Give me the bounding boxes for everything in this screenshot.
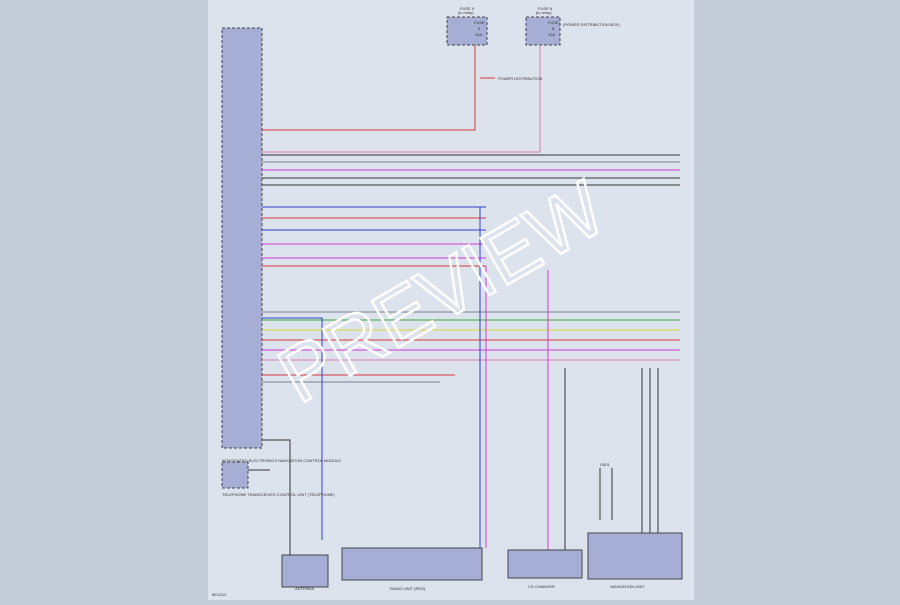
fuse-right-line-3: 10A bbox=[548, 32, 555, 37]
fuse-left-line-1: FUSE bbox=[474, 20, 485, 25]
navigation-control-module bbox=[221, 27, 263, 449]
fuse-left-line-2: 9 bbox=[478, 26, 481, 31]
cd-changer-label: CD CHANGER bbox=[528, 584, 555, 589]
fuse-right-line-2: 8 bbox=[552, 26, 555, 31]
telephone-unit-label: TELEPHONE TRANSCEIVER CONTROL UNIT (TELE… bbox=[222, 492, 335, 497]
fuse-right-subtitle: (in relay) bbox=[536, 10, 552, 15]
fuse-right-note: (POWER DISTRIBUTION BOX) bbox=[563, 22, 620, 27]
telephone-unit bbox=[221, 461, 249, 489]
antenna-unit-label: ANTENNA bbox=[295, 586, 314, 591]
telephone-wire bbox=[262, 439, 291, 555]
fuse-left-note: POWER DISTRIBUTION bbox=[498, 76, 543, 81]
page-id: 8E1234 bbox=[212, 592, 227, 597]
power-wire-red bbox=[262, 45, 476, 131]
diagram-frame bbox=[208, 0, 694, 600]
power-wire-pink bbox=[262, 45, 541, 153]
fuse-right-line-1: FUSE bbox=[548, 20, 559, 25]
navigation-unit-label: NAVIGATION UNIT bbox=[610, 584, 645, 589]
fuse-right-box bbox=[525, 16, 561, 46]
ground-label: G501 bbox=[600, 462, 611, 467]
navigation-control-module-label: INTEGRATED ELECTRONICS NAVIGATION CONTRO… bbox=[222, 458, 341, 463]
navigation-unit bbox=[587, 532, 683, 580]
fuse-left-line-3: 10A bbox=[475, 32, 482, 37]
power-wires: POWER DISTRIBUTION bbox=[262, 45, 543, 153]
ground-wire bbox=[599, 468, 613, 520]
radio-unit-label: RADIO UNIT (RDS) bbox=[390, 586, 426, 591]
cd-changer-unit bbox=[507, 549, 583, 579]
fuse-left-title: FUSE 9 bbox=[460, 6, 475, 11]
bus-wires bbox=[248, 154, 680, 555]
fuse-right-title: FUSE 8 bbox=[538, 6, 553, 11]
fuse-left-box bbox=[446, 16, 488, 46]
fuse-left-subtitle: (in relay) bbox=[458, 10, 474, 15]
radio-feed-blue bbox=[262, 317, 323, 540]
radio-unit bbox=[341, 547, 483, 581]
antenna-unit bbox=[281, 554, 329, 588]
